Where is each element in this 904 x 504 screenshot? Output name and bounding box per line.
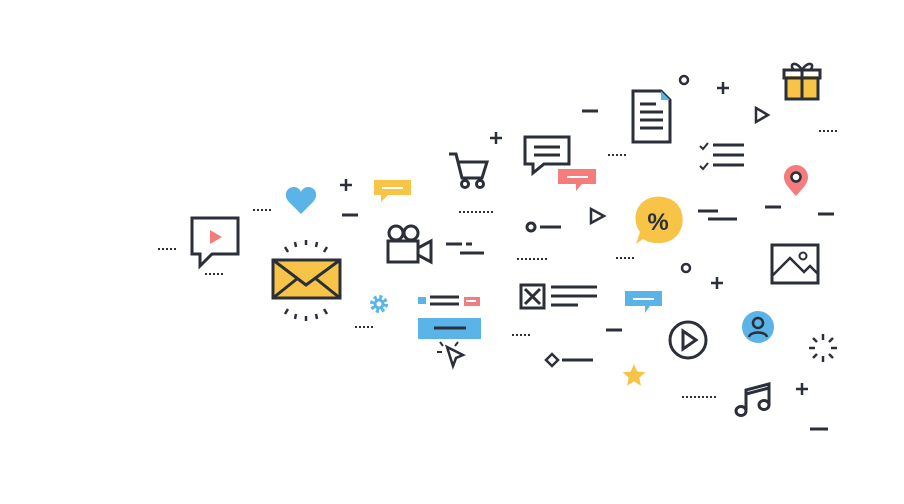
star-icon — [622, 364, 646, 386]
email-envelope-icon — [271, 240, 342, 321]
decorative-marks — [158, 74, 838, 431]
document-icon — [631, 89, 672, 144]
chat-bubble-yellow-icon — [374, 180, 411, 202]
picture-icon — [770, 243, 820, 285]
image-text-icon — [519, 283, 597, 310]
video-message-icon — [190, 216, 240, 270]
discount-badge-icon: % — [635, 196, 683, 244]
discount-badge-label: % — [647, 209, 668, 236]
location-pin-icon — [784, 165, 808, 196]
music-note-icon — [734, 382, 771, 417]
checklist-icon — [699, 142, 744, 171]
play-circle-icon — [668, 320, 708, 360]
chat-bubble-icon — [523, 135, 571, 177]
chat-bubble-blue-icon — [625, 291, 662, 313]
shopping-cart-icon — [449, 152, 490, 189]
email-form-icon — [418, 295, 481, 370]
diamond-slider-icon — [544, 352, 593, 368]
heart-icon — [285, 187, 317, 214]
chat-bubble-red-icon — [558, 169, 596, 191]
play-arrow-icon — [589, 105, 771, 226]
user-avatar-icon — [742, 311, 774, 343]
slider-marker-icon — [525, 221, 561, 233]
video-camera-icon — [386, 224, 433, 265]
gift-icon — [782, 62, 822, 101]
loading-spinner-icon — [809, 334, 837, 362]
gear-icon — [370, 295, 388, 313]
